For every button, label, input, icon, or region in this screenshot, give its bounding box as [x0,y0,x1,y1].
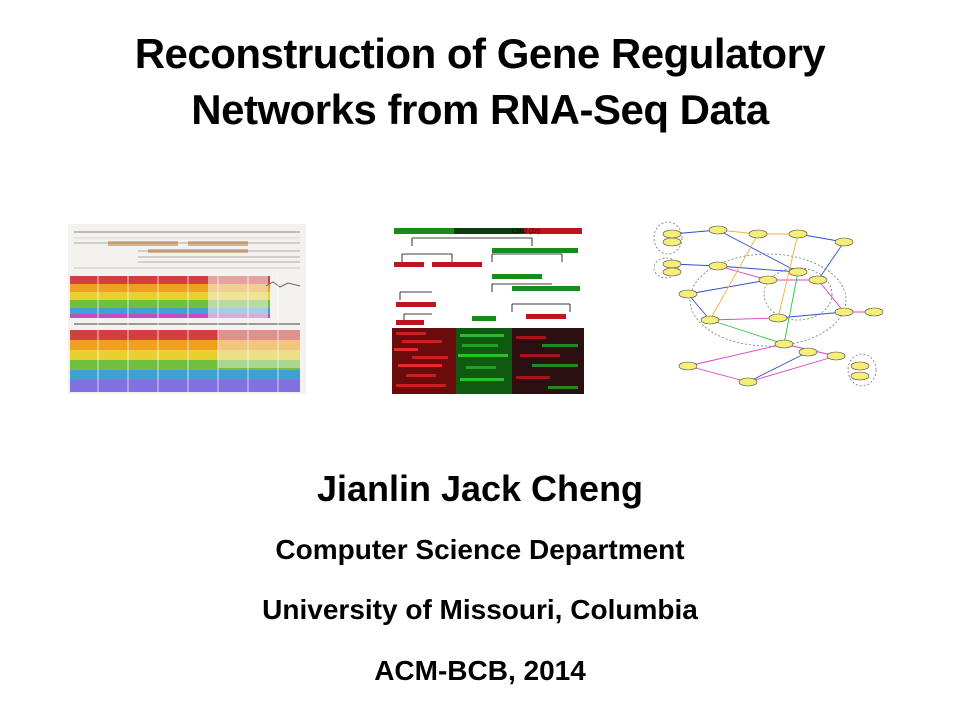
conference: ACM-BCB, 2014 [374,655,586,686]
title-line-2: Networks from RNA-Seq Data [191,86,769,133]
regulatory-network-figure [648,216,896,392]
coverage-track-icon [68,224,306,394]
heatmap-top-label: C2H2 (Zn) [512,229,540,235]
network-graph-icon [648,216,896,392]
department: Computer Science Department [275,534,685,565]
title-line-1: Reconstruction of Gene Regulatory [134,30,826,77]
author-name: Jianlin Jack Cheng [316,468,644,509]
heatmap-icon: C2H2 (Zn) [392,224,584,394]
heatmap-dendrogram-figure: C2H2 (Zn) [392,224,584,394]
slide-title: Reconstruction of Gene Regulatory Networ… [40,26,920,138]
rna-seq-coverage-figure [68,224,306,394]
university: University of Missouri, Columbia [262,594,698,625]
